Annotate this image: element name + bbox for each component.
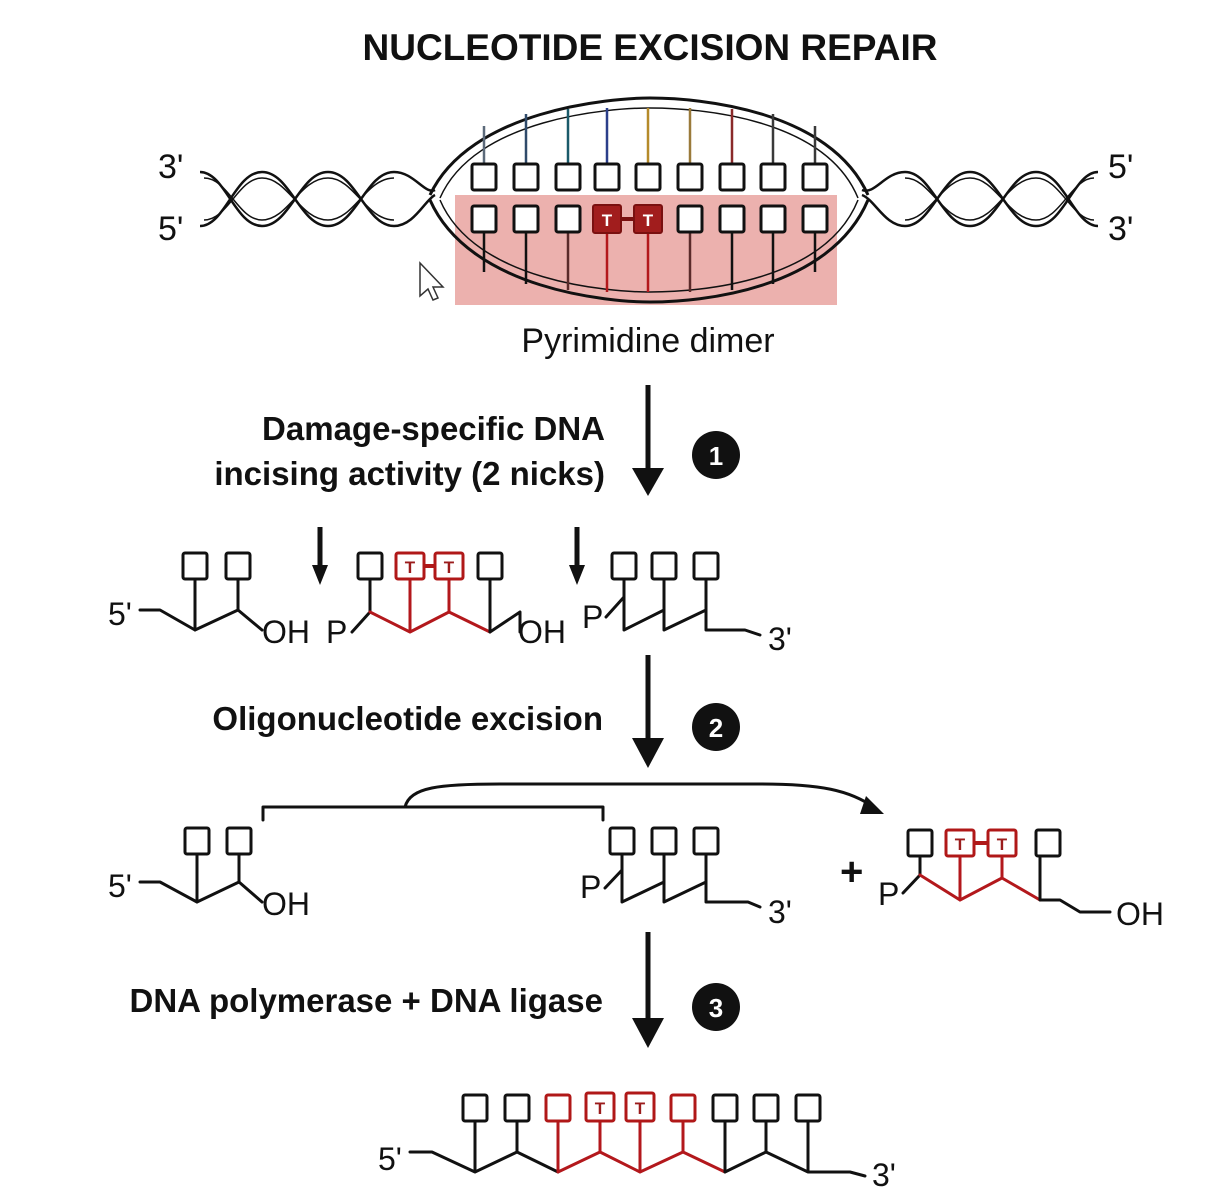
diagram-title: NUCLEOTIDE EXCISION REPAIR <box>363 27 938 68</box>
stage1-p-1: P <box>326 614 347 650</box>
stage1-strand: 5' OH P T T OH P 3' <box>108 527 792 657</box>
stage2-oh-2: OH <box>1116 896 1164 932</box>
stage1-oh-2: OH <box>518 614 566 650</box>
excision-arrow-icon <box>860 796 884 814</box>
stage3-t-1: T <box>595 1099 606 1118</box>
step-2-number: 2 <box>709 713 723 743</box>
bottom-strand-bases: T T <box>470 204 829 292</box>
helix-left-twist <box>199 170 436 228</box>
stage2-t-1: T <box>955 835 966 854</box>
stage3-three-prime: 3' <box>872 1157 896 1193</box>
helix-bubble <box>428 96 870 304</box>
stage1-oh-1: OH <box>262 614 310 650</box>
cursor-icon <box>419 261 445 301</box>
down-arrow-icon <box>632 468 664 496</box>
nick-arrow-2-icon <box>569 565 585 585</box>
helix-right-bottom-end: 3' <box>1108 210 1133 248</box>
step-2-label: Oligonucleotide excision <box>212 700 603 737</box>
stage2-p-2: P <box>878 876 899 912</box>
stage2-oh-1: OH <box>262 886 310 922</box>
helix-right-twist <box>861 170 1099 228</box>
helix-right-top-end: 5' <box>1108 148 1133 186</box>
step-3-badge <box>692 983 740 1031</box>
stage3-strand: 5' T T 3' <box>378 1091 896 1193</box>
pyrimidine-dimer-label: Pyrimidine dimer <box>521 322 774 360</box>
down-arrow-icon <box>632 738 664 768</box>
step-3-label: DNA polymerase + DNA ligase <box>130 982 603 1019</box>
nick-arrow-1-icon <box>312 565 328 585</box>
stage2-p-1: P <box>580 869 601 905</box>
step-2: Oligonucleotide excision 2 <box>212 655 740 768</box>
step-1-label-line2: incising activity (2 nicks) <box>214 455 605 492</box>
stage2-strands: 5' OH P 3' + P T T OH <box>108 782 1164 932</box>
dna-helix: T T 3' 5' 5' 3' Pyrimidine dimer <box>158 96 1133 360</box>
step-1-number: 1 <box>709 441 723 471</box>
step-3: DNA polymerase + DNA ligase 3 <box>130 932 740 1048</box>
stage1-p-2: P <box>582 599 603 635</box>
stage3-five-prime: 5' <box>378 1141 402 1177</box>
top-strand-bases <box>470 108 829 192</box>
step-1-badge <box>692 431 740 479</box>
step-1: Damage-specific DNA incising activity (2… <box>214 385 740 496</box>
stage2-three-prime: 3' <box>768 894 792 930</box>
dimer-t-label-2: T <box>643 211 654 230</box>
stage1-five-prime: 5' <box>108 596 132 632</box>
stage2-plus: + <box>840 850 863 894</box>
stage1-t-2: T <box>444 558 455 577</box>
down-arrow-icon <box>632 1018 664 1048</box>
stage2-t-2: T <box>997 835 1008 854</box>
step-1-label-line1: Damage-specific DNA <box>262 410 605 447</box>
stage2-five-prime: 5' <box>108 868 132 904</box>
stage1-three-prime: 3' <box>768 621 792 657</box>
stage3-t-2: T <box>635 1099 646 1118</box>
step-3-number: 3 <box>709 993 723 1023</box>
helix-left-bottom-end: 5' <box>158 210 183 248</box>
stage1-t-1: T <box>405 558 416 577</box>
step-2-badge <box>692 703 740 751</box>
dimer-t-label-1: T <box>602 211 613 230</box>
helix-left-top-end: 3' <box>158 148 183 186</box>
